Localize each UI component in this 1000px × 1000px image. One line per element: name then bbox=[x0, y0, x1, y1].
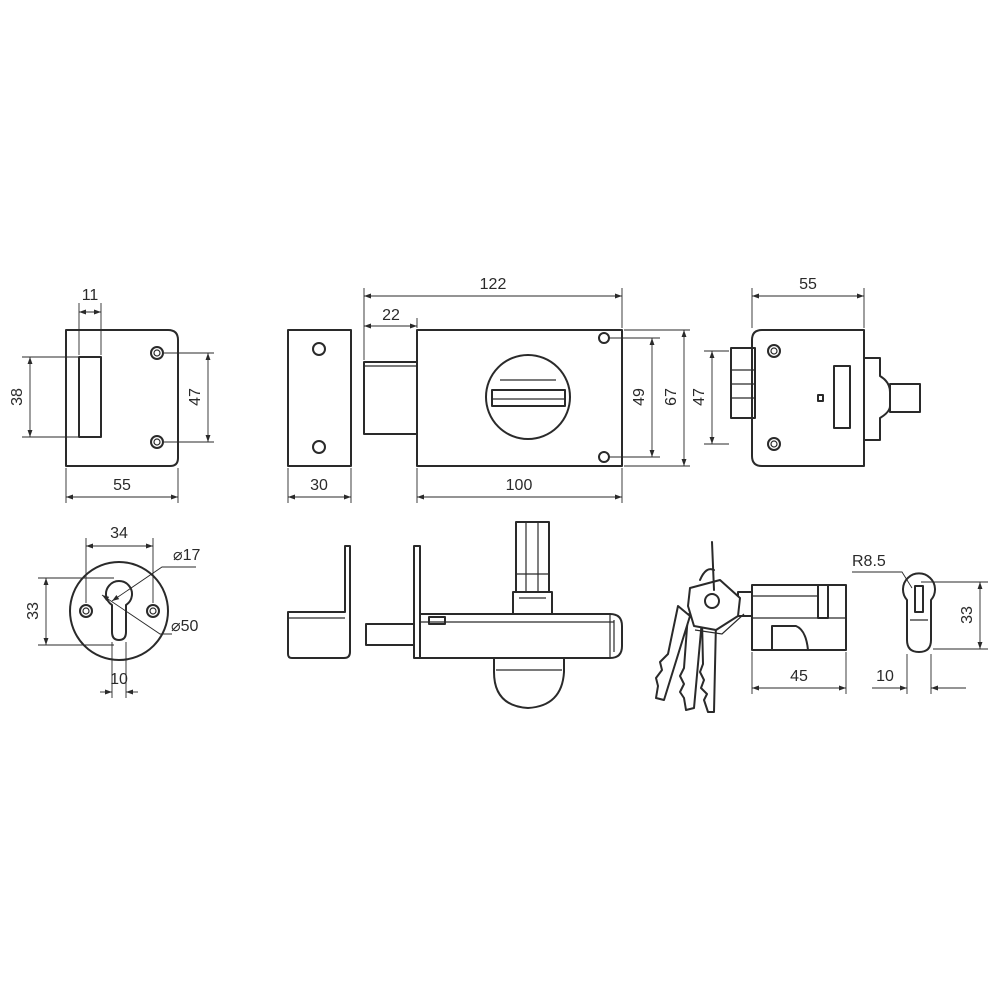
dim-side-hole-spacing: 47 bbox=[691, 388, 708, 406]
cylinder-cam bbox=[771, 625, 809, 651]
strike-plate-front-view: 11 38 47 55 bbox=[9, 287, 214, 503]
dim-case-width: 100 bbox=[506, 477, 533, 494]
dim-strike-slot-width: 11 bbox=[82, 287, 99, 304]
dim-rose-keyhole-dia: ⌀17 bbox=[173, 547, 201, 564]
dim-side-width: 55 bbox=[799, 276, 817, 293]
key-1 bbox=[655, 605, 691, 701]
cylinder-profile-outline bbox=[902, 572, 936, 653]
key-2 bbox=[679, 613, 703, 711]
dim-case-total-width: 122 bbox=[480, 276, 507, 293]
dim-strike-slot-height: 38 bbox=[9, 388, 26, 406]
keep-plate bbox=[287, 329, 352, 467]
thumb-turn-bar bbox=[491, 389, 566, 407]
side-screw-hole-bottom bbox=[767, 437, 781, 451]
keep-angle bbox=[287, 545, 351, 659]
rose-screw-hole-left bbox=[79, 604, 93, 618]
top-spindle bbox=[515, 521, 550, 593]
strike-screw-hole-bottom-inner bbox=[153, 438, 161, 446]
dim-case-height: 67 bbox=[663, 388, 680, 406]
strike-slot bbox=[78, 356, 102, 438]
top-case-body bbox=[419, 613, 623, 659]
lock-side-view: 55 47 bbox=[691, 276, 921, 467]
rose-keyhole bbox=[105, 580, 133, 641]
side-screw-hole-top bbox=[767, 344, 781, 358]
case-screw-hole-bottom bbox=[598, 451, 610, 463]
keep-screw-hole-bottom bbox=[312, 440, 326, 454]
top-bolt bbox=[365, 623, 415, 646]
side-bolt-block bbox=[730, 347, 756, 419]
lock-case bbox=[416, 329, 623, 467]
strike-screw-hole-top-inner bbox=[153, 349, 161, 357]
dim-case-hole-spacing: 49 bbox=[631, 388, 648, 406]
key-ring bbox=[699, 541, 715, 591]
dim-bolt-projection: 22 bbox=[382, 307, 400, 324]
side-knob-spindle bbox=[889, 383, 921, 413]
lock-top-view bbox=[287, 521, 623, 709]
dim-cylinder-radius: R8.5 bbox=[852, 553, 886, 570]
cylinder-body bbox=[751, 584, 847, 651]
dim-strike-width: 55 bbox=[113, 477, 131, 494]
dim-rose-hole-spacing: 34 bbox=[110, 525, 128, 542]
case-screw-hole-top bbox=[598, 332, 610, 344]
key-3 bbox=[699, 619, 717, 713]
rose-screw-hole-right bbox=[146, 604, 160, 618]
dim-cylinder-height: 33 bbox=[959, 606, 976, 624]
lock-front-view: 122 22 30 100 49 67 bbox=[287, 276, 690, 503]
dim-rose-keyhole-height: 33 bbox=[25, 602, 42, 620]
rose-view: 34 33 10 ⌀17 ⌀50 bbox=[25, 525, 201, 698]
dim-cylinder-width: 10 bbox=[876, 668, 894, 685]
cylinder-profile: R8.5 33 10 bbox=[852, 553, 988, 694]
dim-rose-dia: ⌀50 bbox=[171, 618, 199, 635]
rose-outline bbox=[69, 561, 169, 661]
dim-cylinder-length: 45 bbox=[790, 668, 808, 685]
latch-bolt bbox=[363, 361, 418, 435]
side-case-outline bbox=[751, 329, 865, 467]
strike-screw-hole-top bbox=[150, 346, 164, 360]
dim-strike-hole-spacing: 47 bbox=[187, 388, 204, 406]
cylinder-with-keys: 45 bbox=[655, 541, 847, 713]
strike-screw-hole-bottom bbox=[150, 435, 164, 449]
strike-plate-outline bbox=[65, 329, 179, 467]
thumb-turn-knob bbox=[485, 354, 571, 440]
side-knob bbox=[863, 357, 891, 441]
dim-rose-slot-width: 10 bbox=[110, 671, 128, 688]
key-ring-hole bbox=[704, 593, 720, 609]
dim-keep-width: 30 bbox=[310, 477, 328, 494]
side-slot bbox=[833, 365, 851, 429]
keep-screw-hole-top bbox=[312, 342, 326, 356]
top-dome-knob bbox=[493, 657, 565, 709]
